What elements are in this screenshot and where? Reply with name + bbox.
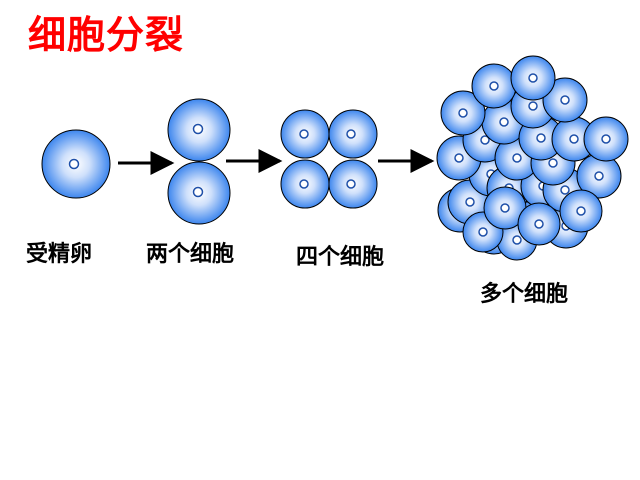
cluster-cell (583, 116, 629, 162)
cluster-cell (471, 63, 517, 109)
cluster-cell (559, 189, 603, 233)
zygote-cell (41, 129, 111, 199)
label-many-cells: 多个细胞 (480, 282, 569, 307)
cluster-cell (517, 202, 561, 246)
label-four-cells: 四个细胞 (296, 245, 385, 270)
cluster-cell (510, 55, 556, 101)
cluster-cell (542, 77, 588, 123)
cluster-cell (440, 90, 486, 136)
many-cells-cluster (436, 55, 629, 261)
label-two-cells: 两个细胞 (146, 242, 235, 267)
slide-title: 细胞分裂 (28, 13, 185, 57)
two-cells (167, 98, 231, 225)
label-zygote: 受精卵 (26, 242, 93, 267)
four-cells (280, 109, 378, 209)
cluster-cell (551, 116, 597, 162)
